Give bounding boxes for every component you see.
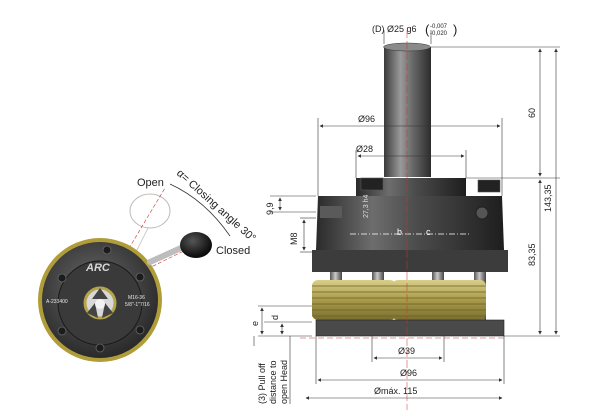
dim-c: c	[426, 227, 431, 237]
center-hole	[95, 299, 105, 309]
bolt-icon	[57, 326, 67, 336]
size-range-metric: M16-36	[128, 295, 145, 301]
size-range-imperial: 5/8"-1"7/16	[125, 302, 150, 308]
upper-flange	[356, 178, 466, 196]
shaft-tol-close: )	[453, 22, 457, 37]
dim-e: e	[250, 321, 260, 326]
bolt-icon	[360, 177, 384, 191]
shaft-tol-open: (	[425, 22, 430, 37]
lower-band	[312, 250, 508, 272]
bolt-icon	[477, 179, 501, 193]
main-body	[316, 196, 504, 250]
bolt-icon	[57, 273, 67, 283]
dim-143: 143,35	[543, 184, 553, 212]
open-handle-ghost	[129, 193, 171, 229]
dim-9-9: 9,9	[265, 202, 275, 215]
bolt-icon	[135, 325, 145, 335]
screw-icon	[475, 206, 489, 220]
dim-96-top: Ø96	[358, 114, 375, 124]
spring-coils	[312, 285, 486, 317]
knurled-ring	[320, 206, 342, 218]
dim-m8: M8	[289, 232, 299, 245]
closing-angle-label: α= Closing angle 30°	[174, 167, 258, 244]
bolt-icon	[95, 343, 105, 353]
chaser-icon	[87, 303, 98, 318]
brand-logo: ARC	[85, 262, 111, 274]
part-number: A-233400	[46, 299, 68, 305]
dim-28: Ø28	[356, 144, 373, 154]
dim-39: Ø39	[398, 346, 415, 356]
chaser-icon	[92, 288, 108, 299]
side-view: b c 27,3 h4	[250, 22, 560, 410]
dim-d: d	[270, 315, 280, 320]
chaser-icon	[102, 303, 113, 318]
shank	[384, 47, 431, 177]
pull-off-note-3: open Head	[279, 360, 289, 404]
handle-knob-icon	[180, 232, 212, 258]
bolt-icon	[135, 272, 145, 282]
bolt-icon	[102, 245, 112, 255]
closing-angle-arc	[169, 183, 231, 237]
dim-96-bottom: Ø96	[400, 368, 417, 378]
shaft-dimension: (D) Ø25 g6	[372, 24, 417, 34]
pull-off-note-1: (3) Pull off	[257, 363, 267, 404]
pull-off-note-2: distance to	[268, 360, 278, 404]
dim-83: 83,35	[527, 243, 537, 266]
dim-max-115: Ømáx. 115	[374, 386, 417, 396]
dim-b: b	[397, 227, 402, 237]
front-view: ARC A-233400 M16-36 5/8"-1"7/16 Open Clo…	[38, 167, 258, 362]
closed-label: Closed	[216, 245, 250, 257]
open-label: Open	[137, 177, 164, 189]
shaft-tol-upper: -0,007	[430, 24, 448, 30]
base-plate	[315, 319, 505, 337]
shaft-tol-lower: -0,020	[430, 31, 448, 37]
dimension-lines	[253, 30, 560, 404]
dim-60: 60	[527, 108, 537, 118]
head-engraving: 27,3 h4	[363, 195, 370, 218]
